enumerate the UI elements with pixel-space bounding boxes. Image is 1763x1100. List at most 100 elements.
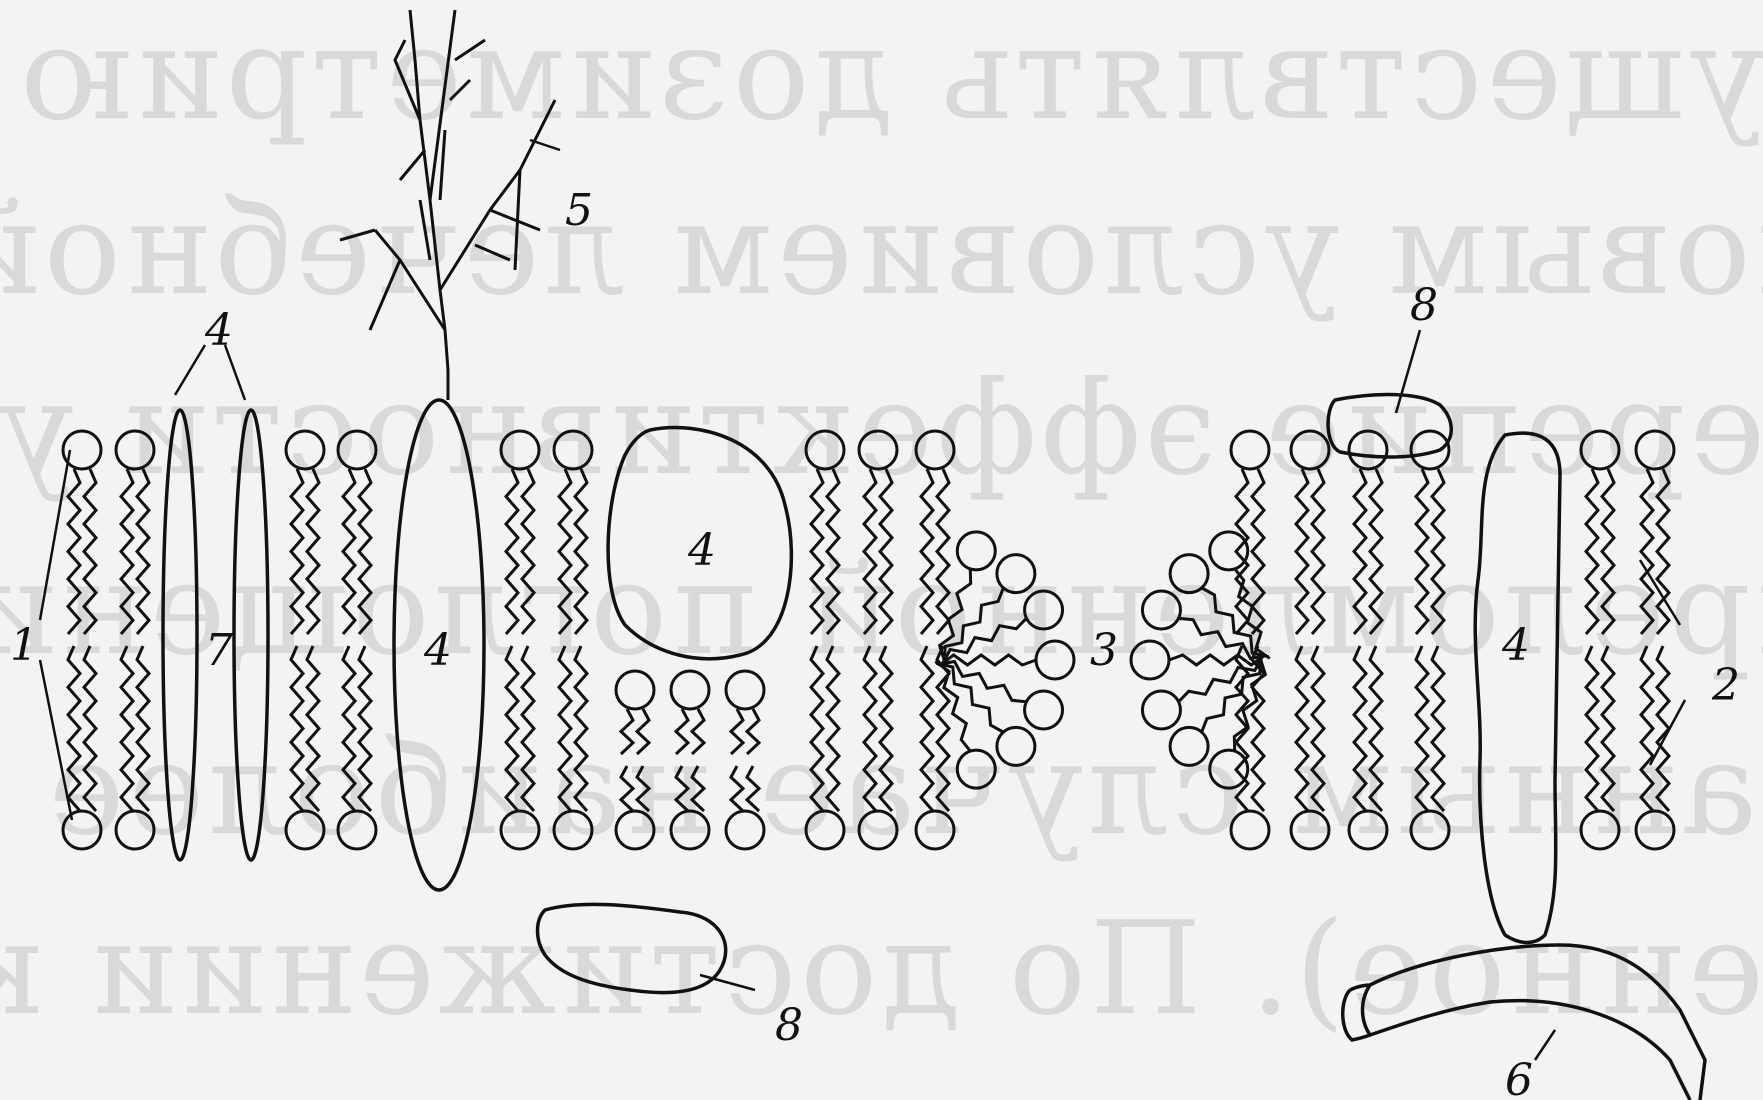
lipid-head <box>806 431 844 469</box>
peripheral-protein-bottom <box>538 904 726 992</box>
lipid-tail <box>522 469 534 634</box>
lipid-tail <box>121 469 133 634</box>
channel-protein-left <box>163 410 197 860</box>
lipid-tail <box>1586 469 1598 634</box>
lipid-head <box>1349 431 1387 469</box>
lipid-tail <box>575 646 587 811</box>
lipid-tail <box>747 709 759 754</box>
pore-lipid-head <box>1142 691 1180 729</box>
lipid-head <box>286 811 324 849</box>
lipid-tail <box>291 646 303 811</box>
lipid-head <box>726 811 764 849</box>
pore-lipid-tail <box>944 588 1004 663</box>
lipid-tail <box>1602 646 1614 811</box>
lipid-head <box>1581 431 1619 469</box>
peripheral-protein-top <box>1328 395 1451 457</box>
lipid-head <box>501 431 539 469</box>
lipid-tail <box>506 469 518 634</box>
lipid-tail <box>621 709 633 754</box>
membrane-structures <box>40 10 1705 1100</box>
lipid-tail <box>121 646 133 811</box>
lipid-head <box>1411 811 1449 849</box>
label-4-integral: 4 <box>423 625 452 676</box>
lipid-tail <box>1641 646 1653 811</box>
lipid-tail <box>1586 646 1598 811</box>
lipid-head <box>806 811 844 849</box>
label-1: 1 <box>10 620 38 671</box>
pore-lipid-head <box>1142 591 1180 629</box>
pore-lipid-head <box>997 555 1035 593</box>
lipid-tail <box>692 766 704 811</box>
lipid-tail <box>1432 469 1444 634</box>
lipid-tail <box>880 469 892 634</box>
label-4-channel: 4 <box>204 305 233 356</box>
lipid-tail <box>811 646 823 811</box>
lipid-head <box>554 431 592 469</box>
lipid-tail <box>880 646 892 811</box>
pore-lipid-head <box>1210 750 1248 788</box>
lipid-head <box>1636 431 1674 469</box>
lipid-tail <box>1370 469 1382 634</box>
lipid-head <box>338 431 376 469</box>
lipid-tail <box>1602 469 1614 634</box>
lipid-tail <box>1296 646 1308 811</box>
lipid-tail <box>921 646 933 811</box>
lipid-tail <box>1657 646 1669 811</box>
lipid-tail <box>731 766 743 811</box>
lipid-head <box>63 811 101 849</box>
lipid-head <box>1291 811 1329 849</box>
lipid-head <box>338 811 376 849</box>
lipid-tail <box>1416 646 1428 811</box>
label-5: 5 <box>565 185 593 236</box>
lipid-tail <box>291 469 303 634</box>
label-8-top: 8 <box>1410 280 1438 331</box>
lipid-bilayer <box>63 431 1674 849</box>
lipid-head <box>1636 811 1674 849</box>
lipid-tail <box>68 646 80 811</box>
label-4-peripheral: 4 <box>687 525 716 576</box>
lipid-tail <box>811 469 823 634</box>
lipid-head <box>1291 431 1329 469</box>
lipid-tail <box>637 766 649 811</box>
pore-lipid-head <box>957 532 995 570</box>
lipid-head <box>916 431 954 469</box>
lipid-head <box>916 811 954 849</box>
label-7: 7 <box>205 625 233 676</box>
pore-lipid-head <box>1025 591 1063 629</box>
pore-lipid-head <box>1025 691 1063 729</box>
lipid-tail <box>864 469 876 634</box>
lipid-tail <box>522 646 534 811</box>
lipid-head <box>1581 811 1619 849</box>
lipid-tail <box>1354 469 1366 634</box>
lipid-head <box>1231 811 1269 849</box>
channel-protein-right <box>234 410 268 860</box>
lipid-tail <box>921 469 933 634</box>
lipid-tail <box>359 646 371 811</box>
lipid-tail <box>84 646 96 811</box>
lipid-head <box>554 811 592 849</box>
lipid-tail <box>1236 469 1248 634</box>
lipid-tail <box>559 469 571 634</box>
pore-lipid-head <box>1170 727 1208 765</box>
lipid-tail <box>1252 469 1264 634</box>
label-3: 3 <box>1090 625 1118 676</box>
lipid-tail <box>506 646 518 811</box>
lipid-tail <box>621 766 633 811</box>
label-4-transmembrane: 4 <box>1501 620 1530 671</box>
lipid-head <box>116 811 154 849</box>
lipid-head <box>116 431 154 469</box>
lipid-tail <box>937 469 949 634</box>
label-2: 2 <box>1711 660 1740 711</box>
lipid-tail <box>307 646 319 811</box>
lipid-head <box>1349 811 1387 849</box>
lipid-tail <box>359 469 371 634</box>
lipid-tail <box>575 469 587 634</box>
lipid-head <box>501 811 539 849</box>
lipid-head <box>616 811 654 849</box>
lipid-head <box>671 671 709 709</box>
lipid-tail <box>637 709 649 754</box>
lipid-head <box>1231 431 1269 469</box>
lipid-tail <box>1296 469 1308 634</box>
lipid-head <box>1411 431 1449 469</box>
